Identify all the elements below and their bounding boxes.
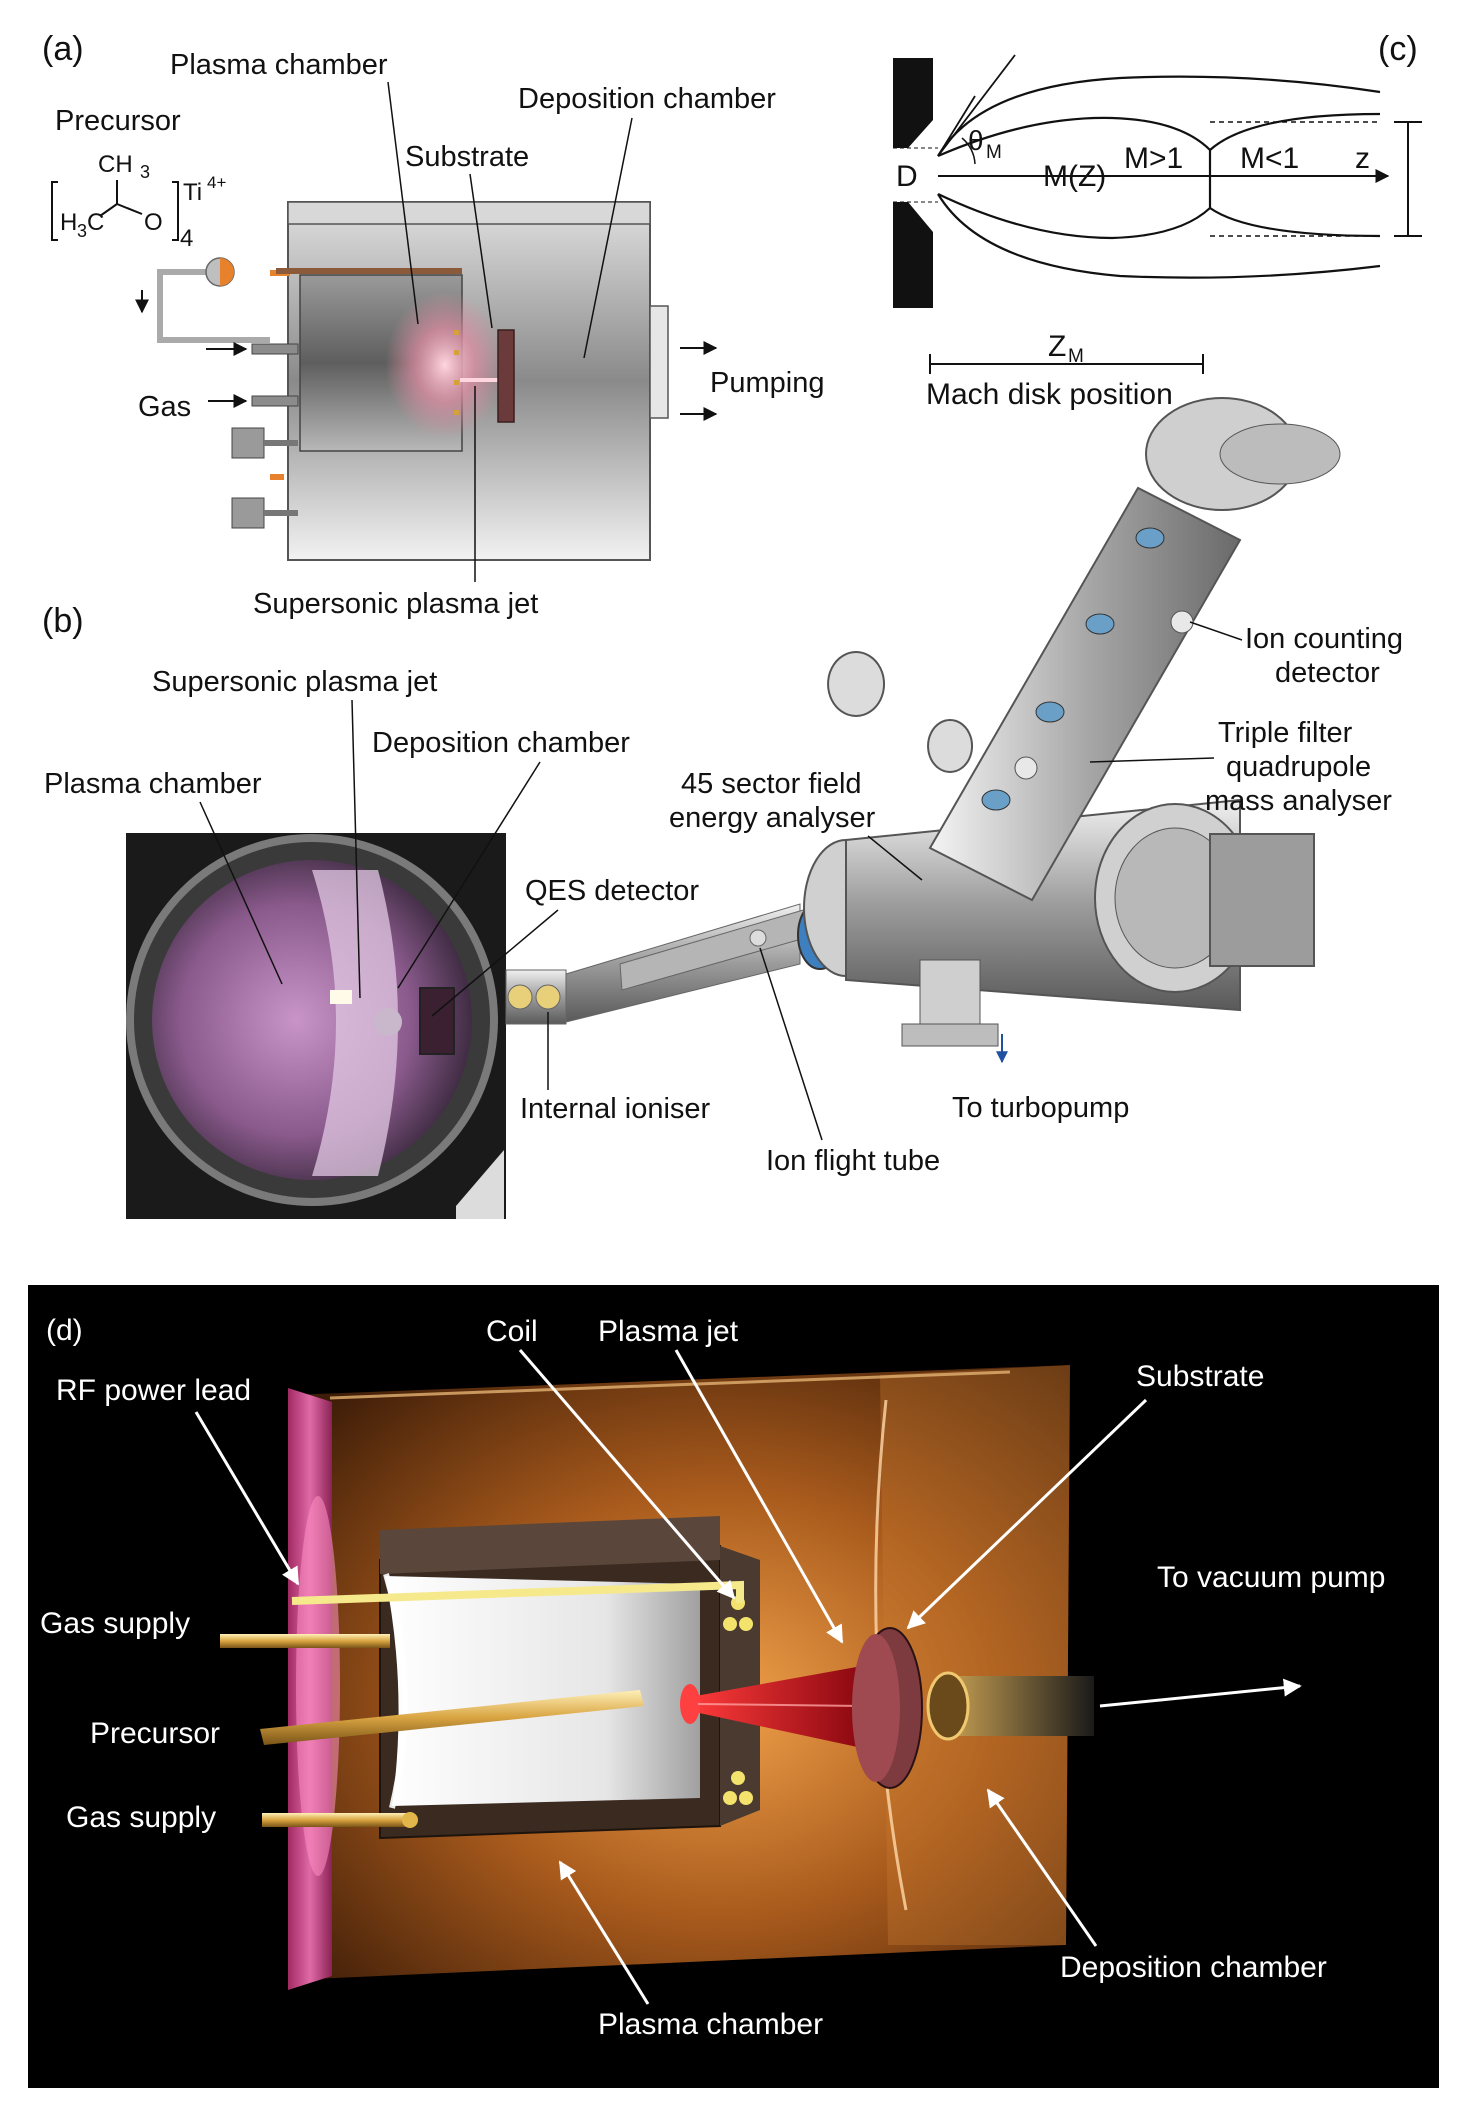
formula-h: H bbox=[60, 209, 77, 236]
leader-plasma-chamber-a bbox=[387, 81, 419, 325]
leader-triple-filter bbox=[1089, 757, 1215, 763]
m-of-z-label: M(Z) bbox=[1043, 160, 1106, 193]
to-vacuum-pump-label: To vacuum pump bbox=[1157, 1561, 1385, 1594]
triple-filter-label-1: Triple filter bbox=[1218, 717, 1353, 749]
formula-o: O bbox=[144, 209, 163, 236]
precursor-label-d: Precursor bbox=[90, 1717, 220, 1750]
leader-supersonic-jet-b bbox=[351, 699, 361, 999]
qes-detector-label: QES detector bbox=[525, 875, 699, 907]
zm-label: Z bbox=[1048, 330, 1066, 363]
coil-label: Coil bbox=[486, 1315, 538, 1348]
panel-b-tag: (b) bbox=[42, 602, 84, 640]
formula-ti: Ti bbox=[183, 179, 202, 206]
leader-plasma-chamber-b bbox=[199, 801, 283, 985]
formula-ti-charge: 4+ bbox=[207, 173, 226, 192]
jet-boundary-outer-lower bbox=[937, 193, 1381, 279]
supersonic-jet-label-b: Supersonic plasma jet bbox=[152, 666, 437, 698]
ion-flight-tube-label: Ion flight tube bbox=[766, 1145, 940, 1177]
theta-sub: M bbox=[986, 142, 1002, 163]
substrate-label-a: Substrate bbox=[405, 141, 529, 173]
leader-coil bbox=[518, 1349, 736, 1600]
triple-filter-label-3: mass analyser bbox=[1205, 785, 1392, 817]
leader-energy-analyser bbox=[867, 835, 923, 881]
plasma-jet-d bbox=[690, 1666, 862, 1748]
ion-counting-label-1: Ion counting bbox=[1245, 623, 1403, 655]
nozzle-upper bbox=[893, 58, 933, 148]
rf-power-lead-label: RF power lead bbox=[56, 1374, 251, 1407]
plasma-glow bbox=[385, 291, 505, 439]
jet-boundary-outer-upper bbox=[937, 75, 1381, 157]
mach-disk-label: Mach disk position bbox=[926, 378, 1173, 411]
leader-substrate-a bbox=[469, 173, 493, 329]
leader-ion-counting bbox=[1189, 621, 1243, 641]
pump-outlet bbox=[948, 1676, 1094, 1736]
deposition-chamber-label-a: Deposition chamber bbox=[518, 83, 776, 115]
formula-ch: CH bbox=[98, 151, 133, 178]
energy-analyser-label-2: energy analyser bbox=[669, 802, 876, 834]
leader-qes-detector bbox=[431, 909, 559, 1017]
gas-supply-tube-top bbox=[220, 1634, 390, 1648]
d-label: D bbox=[896, 160, 918, 193]
leader-ion-flight-tube bbox=[759, 947, 823, 1141]
precursor-formula: CH 3 H 3 C O Ti 4+ 4 bbox=[51, 151, 226, 252]
leader-plasma-jet bbox=[674, 1349, 844, 1644]
panel-b: (b) bbox=[42, 397, 1403, 1219]
gas-supply-tube-bottom bbox=[262, 1813, 410, 1827]
gas-supply-bottom-label: Gas supply bbox=[66, 1801, 216, 1834]
triple-filter-label-2: quadrupole bbox=[1226, 751, 1371, 783]
plasma-chamber-label-d: Plasma chamber bbox=[598, 2008, 823, 2041]
leader-deposition-chamber-b bbox=[397, 761, 541, 989]
formula-ch-sub: 3 bbox=[140, 162, 150, 182]
gas-label: Gas bbox=[138, 391, 191, 423]
pumping-label: Pumping bbox=[710, 367, 824, 399]
pump-flange bbox=[649, 305, 669, 419]
leader-plasma-chamber-d bbox=[558, 1860, 650, 2005]
zm-sub: M bbox=[1068, 346, 1084, 367]
theta-label: θ bbox=[968, 125, 984, 156]
m-gt-1-label: M>1 bbox=[1124, 142, 1183, 175]
deposition-chamber-label-d: Deposition chamber bbox=[1060, 1951, 1327, 1984]
substrate-label-d: Substrate bbox=[1136, 1360, 1264, 1393]
energy-analyser-label-1: 45 sector field bbox=[681, 768, 862, 800]
leader-substrate-d bbox=[906, 1398, 1148, 1630]
panel-c-tag: (c) bbox=[1378, 30, 1418, 68]
ion-counting-label-2: detector bbox=[1275, 657, 1380, 689]
internal-ioniser-label: Internal ioniser bbox=[520, 1093, 711, 1125]
panel-a-tag: (a) bbox=[42, 30, 84, 68]
leader-rf-power-lead bbox=[194, 1411, 300, 1586]
nozzle-lower bbox=[893, 202, 933, 308]
formula-count: 4 bbox=[180, 225, 193, 252]
panel-c: (c) θ M D M(Z) M>1 M<1 z Z M Mach disk p… bbox=[893, 30, 1422, 411]
precursor-feed-line bbox=[135, 257, 270, 343]
z-axis-label: z bbox=[1355, 142, 1370, 175]
leader-deposition-chamber-a bbox=[583, 117, 633, 359]
panel-d-tag: (d) bbox=[46, 1314, 83, 1347]
deposition-chamber-label-b: Deposition chamber bbox=[372, 727, 630, 759]
to-turbopump-label: To turbopump bbox=[952, 1092, 1129, 1124]
supersonic-jet-label-a: Supersonic plasma jet bbox=[253, 588, 538, 620]
substrate-a bbox=[497, 329, 515, 423]
formula-c: C bbox=[87, 209, 104, 236]
gas-supply-top-label: Gas supply bbox=[40, 1607, 190, 1640]
m-lt-1-label: M<1 bbox=[1240, 142, 1299, 175]
plasma-jet-label: Plasma jet bbox=[598, 1315, 739, 1348]
panel-a: (a) Precursor CH 3 H 3 C O Ti 4+ 4 bbox=[42, 30, 824, 620]
leader-deposition-chamber-d bbox=[986, 1788, 1098, 1947]
rf-power-lead bbox=[291, 1580, 744, 1605]
formula-h-sub: 3 bbox=[77, 221, 87, 241]
precursor-tube bbox=[260, 1690, 644, 1745]
plasma-chamber-label-b: Plasma chamber bbox=[44, 768, 262, 800]
panel-d: (d) Coil Plasma jet RF power lead Substr… bbox=[28, 1285, 1439, 2088]
barrel-shock bbox=[937, 116, 1212, 240]
precursor-label: Precursor bbox=[55, 105, 181, 137]
plasma-chamber-label-a: Plasma chamber bbox=[170, 49, 388, 81]
